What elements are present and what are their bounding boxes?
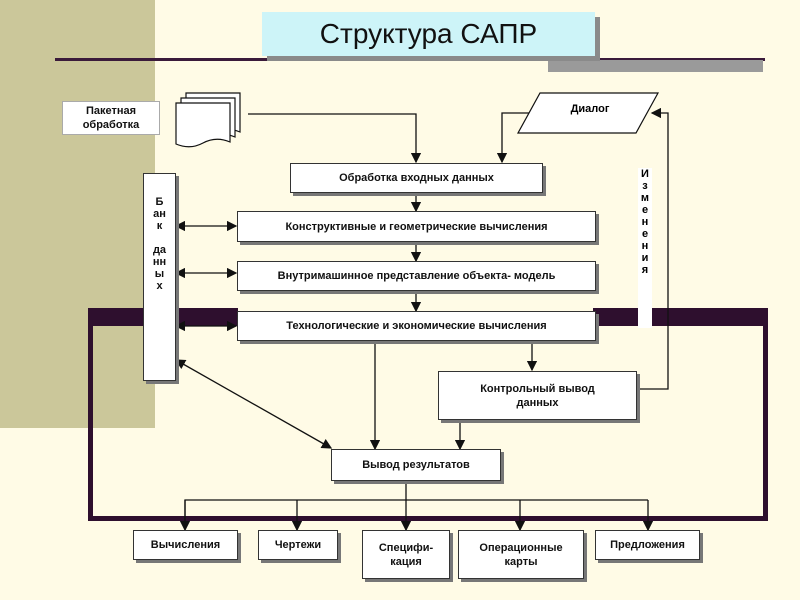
changes-letter: и [641,252,649,264]
operation-cards-box: Операционные карты [458,530,584,579]
changes-letter: м [640,192,650,204]
title-gray-bar [548,60,763,72]
databank-letter: ан [153,208,166,220]
changes-letter: е [641,204,649,216]
internal-model-box: Внутримашинное представление объекта- мо… [237,261,596,291]
frame-bottom [88,516,768,521]
changes-letter: е [641,228,649,240]
calculations-box: Вычисления [133,530,238,560]
line-output-branch [184,481,407,529]
left-panel [0,0,155,428]
page-title: Структура САПР [262,12,595,56]
document-stack-icon [175,92,241,148]
frame-right [763,308,768,521]
changes-letter: я [641,264,649,276]
databank-letter: ы [154,268,165,280]
changes-letter: н [641,216,649,228]
line-feedback-to-dialog [637,107,669,390]
databank-letter: х [156,280,163,292]
line-dialog-to-input [496,112,540,164]
frame-left [88,308,93,521]
changes-letter: н [641,240,649,252]
databank-letter: Б [155,196,164,208]
dialog-shape [516,92,660,134]
line-bank-output [174,359,333,449]
specification-box: Специфи-кация [362,530,450,579]
batch-processing-box: Пакетная обработка [62,101,160,135]
data-bank-box: Б ан к да нн ы х [143,173,176,381]
line-batch-to-input [248,113,422,164]
databank-letter: к [156,220,163,232]
databank-letter: нн [152,256,167,268]
changes-letter: И [641,168,649,180]
proposals-box: Предложения [595,530,700,560]
frame-top-right [593,308,768,326]
tech-econ-calc-box: Технологические и экономические вычислен… [237,311,596,341]
dialog-label: Диалог [570,103,610,115]
control-output-box: Контрольный вывод данных [438,371,637,420]
changes-letter: з [642,180,648,192]
geometric-calc-box: Конструктивные и геометрические вычислен… [237,211,596,242]
input-processing-box: Обработка входных данных [290,163,543,193]
title-underline [55,58,765,61]
databank-letter: да [152,244,167,256]
changes-label: И з м е н е н и я [638,168,652,328]
results-output-box: Вывод результатов [331,449,501,481]
drawings-box: Чертежи [258,530,338,560]
